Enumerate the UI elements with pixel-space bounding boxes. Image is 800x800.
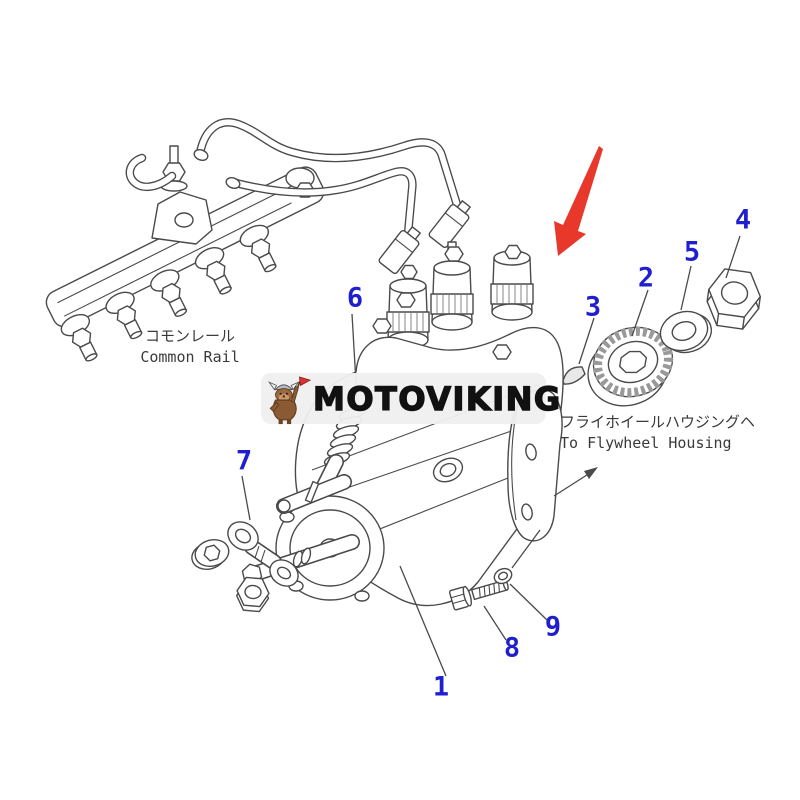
- rail-fittings: [60, 224, 277, 362]
- flywheel-housing-label: フライホイールハウジングヘ To Flywheel Housing: [560, 412, 755, 454]
- callout-6: 6: [346, 282, 364, 314]
- nut-drawing: [706, 268, 762, 330]
- small-nut-drawing: [235, 576, 270, 613]
- red-arrow-icon: [554, 146, 603, 256]
- woodruff-key-drawing: [562, 366, 586, 385]
- fuel-pipes-drawing: [125, 118, 471, 275]
- callout-7: 7: [235, 445, 253, 477]
- mount-washer-drawing: [493, 567, 513, 585]
- common-rail-label-jp: コモンレール: [144, 327, 235, 345]
- watermark-text: MOTOVIKING: [312, 379, 562, 418]
- pump-side-fitting: [276, 474, 352, 514]
- plug-drawing: [191, 538, 230, 570]
- common-rail-label: コモンレール Common Rail: [95, 326, 285, 368]
- flywheel-arrow-icon: [553, 467, 598, 497]
- callout-5: 5: [683, 236, 701, 268]
- callout-4: 4: [734, 204, 752, 236]
- watermark: MOTOVIKING: [261, 373, 561, 424]
- mount-bolt-drawing: [448, 579, 509, 611]
- pump-tower: [430, 241, 474, 331]
- common-rail-drawing: [45, 145, 325, 362]
- callout-9: 9: [544, 611, 562, 643]
- callout-8: 8: [503, 632, 521, 664]
- common-rail-label-en: Common Rail: [140, 348, 240, 366]
- callout-1: 1: [432, 671, 450, 703]
- pipe-connector: [428, 200, 471, 249]
- pump-tower: [490, 244, 534, 321]
- flywheel-housing-label-en: To Flywheel Housing: [560, 434, 732, 452]
- callout-3: 3: [584, 291, 602, 323]
- pipe-connector: [378, 226, 421, 275]
- viking-mascot-icon: [267, 375, 311, 424]
- drive-gear-drawing: [587, 326, 674, 407]
- flywheel-housing-label-jp: フライホイールハウジングヘ: [560, 413, 756, 431]
- banjo-fitting-drawing: [227, 521, 299, 587]
- washer-drawing: [659, 310, 713, 354]
- callout-2: 2: [637, 262, 655, 294]
